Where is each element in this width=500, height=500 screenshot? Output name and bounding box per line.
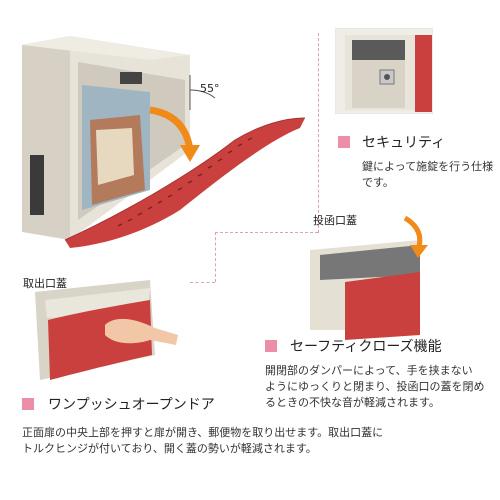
security-desc: 鍵によって施錠を行う仕様 です。 — [362, 159, 493, 191]
safety-close-desc-line-1: 開閉部のダンパーによって、手を挟まない — [265, 364, 473, 377]
insert-lid-label: 投函口蓋 — [313, 214, 357, 227]
outlet-lid-label: 取出口蓋 — [23, 277, 67, 290]
security-bullet — [338, 136, 350, 148]
safety-close-title: セーフティクローズ機能 — [290, 339, 442, 355]
guide-line-horizontal — [190, 282, 215, 283]
safety-close-desc: 開閉部のダンパーによって、手を挟まない ようにゆっくりと閉まり、投函口の蓋を閉め… — [265, 363, 485, 411]
security-title: セキュリティ — [362, 135, 446, 151]
safety-close-bullet — [265, 340, 277, 352]
safety-close-desc-line-3: るときの不快な音が軽減されます。 — [265, 396, 440, 409]
guide-line-top — [318, 33, 319, 233]
angle-label: 55° — [200, 82, 220, 95]
security-desc-line-1: 鍵によって施錠を行う仕様 — [362, 160, 494, 173]
guide-line-bottom — [215, 232, 318, 233]
one-push-desc-line-1: 正面扉の中央上部を押すと扉が開き、郵便物を取り出せます。取出口蓋に — [22, 426, 384, 439]
security-closeup-photo — [335, 28, 433, 114]
security-desc-line-2: です。 — [362, 176, 394, 189]
one-push-bullet — [22, 398, 34, 410]
one-push-desc: 正面扉の中央上部を押すと扉が開き、郵便物を取り出せます。取出口蓋に トルクヒンジ… — [22, 425, 383, 457]
one-push-desc-line-2: トルクヒンジが付いており、開く蓋の勢いが軽減されます。 — [22, 442, 317, 455]
safety-close-desc-line-2: ようにゆっくりと閉まり、投函口の蓋を閉め — [265, 380, 485, 393]
one-push-title: ワンプッシュオープンドア — [48, 397, 215, 413]
guide-line-left — [215, 232, 216, 282]
